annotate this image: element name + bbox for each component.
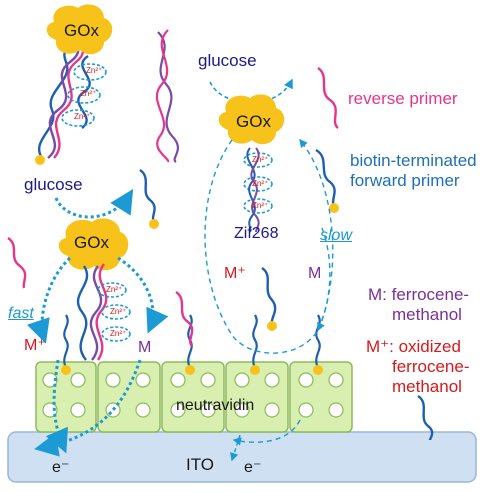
zn-label: Zn²⁺: [110, 307, 127, 316]
zinc-finger-left: [97, 282, 131, 342]
surface-primer: [315, 314, 321, 369]
zn-label: Zn²⁺: [106, 285, 123, 294]
biotin-dot: [329, 203, 339, 213]
biotin-primer-label-line2: forward primer: [350, 171, 460, 190]
electron-arrow-right: [230, 434, 241, 462]
slow-label: slow: [320, 227, 353, 244]
zif268-label: Zif268: [234, 225, 279, 242]
gox-label-top: GOx: [64, 21, 99, 40]
glucose-arrow-top: [209, 78, 293, 104]
ito-electrode: [7, 431, 477, 483]
slow-arrow-down: [317, 227, 331, 332]
glucose-label-top: glucose: [198, 51, 257, 70]
gox-enzyme-top: [46, 4, 113, 55]
floating-reverse-primer: [175, 291, 194, 347]
zn-label: Zn²⁺: [252, 179, 269, 188]
gox-enzyme-right: [218, 94, 285, 145]
legend-m-line1: M: ferrocene-: [368, 285, 470, 304]
zn-label: Zn²⁺: [80, 89, 97, 98]
electron-label-left: e⁻: [52, 459, 70, 476]
gox-label-left: GOx: [74, 233, 109, 252]
electron-label-right: e⁻: [244, 459, 262, 476]
slow-arrow-surface: [232, 419, 301, 446]
surface-biotins: [61, 365, 323, 375]
fast-return-arrow: [34, 359, 142, 457]
fast-electron-arrow: [45, 359, 68, 454]
reverse-primer-squiggle: [317, 67, 339, 129]
fast-cycle-right: [117, 256, 169, 334]
zn-label: Zn²⁺: [74, 112, 91, 121]
m-plus-label-left: M⁺: [24, 337, 46, 354]
floating-primer: [261, 267, 277, 325]
legend-m-line2: methanol: [392, 305, 462, 324]
forward-primer-squiggle: [315, 148, 336, 207]
fast-cycle-left: [26, 256, 72, 344]
zn-label: Zn²⁺: [110, 329, 127, 338]
zif268-helix: [246, 147, 260, 233]
neutravidin-label: neutravidin: [176, 397, 255, 414]
floating-primer: [139, 169, 156, 223]
neutravidin-pockets: [42, 372, 344, 418]
m-label-right: M: [308, 265, 322, 282]
biotin-dot: [35, 155, 45, 165]
zn-label: Zn²⁺: [252, 201, 269, 210]
legend-mplus-line1: M⁺: oxidized: [366, 337, 461, 356]
neutravidin-block: [97, 361, 161, 433]
zinc-finger-top-left: [61, 63, 107, 127]
surface-helix: [76, 263, 108, 361]
glucose-label-left: glucose: [24, 175, 83, 194]
surface-primer: [252, 314, 258, 369]
floating-primer: [417, 395, 434, 441]
free-helix-top: [155, 29, 179, 163]
biotin-dot: [149, 219, 159, 229]
gox-label-right: GOx: [236, 112, 271, 131]
ito-label: ITO: [186, 455, 215, 474]
zn-label: Zn²⁺: [252, 155, 269, 164]
floating-reverse-primer: [7, 237, 27, 289]
biotin-dot: [267, 321, 277, 331]
surface-primer: [63, 314, 69, 369]
biotin-primer-label-line1: biotin-terminated: [350, 151, 477, 170]
zn-label: Zn²⁺: [86, 66, 103, 75]
legend-mplus-line3: methanol: [392, 377, 462, 396]
m-plus-label-right: M⁺: [224, 265, 246, 282]
reverse-primer-label: reverse primer: [348, 89, 458, 108]
slow-cycle-loop: [204, 138, 334, 354]
m-label-left: M: [138, 339, 152, 356]
legend-mplus-line2: ferrocene-: [392, 357, 470, 376]
gox-enzyme-left: [58, 218, 129, 271]
glucose-arrow-left: [54, 188, 134, 219]
fast-label: fast: [8, 305, 34, 322]
